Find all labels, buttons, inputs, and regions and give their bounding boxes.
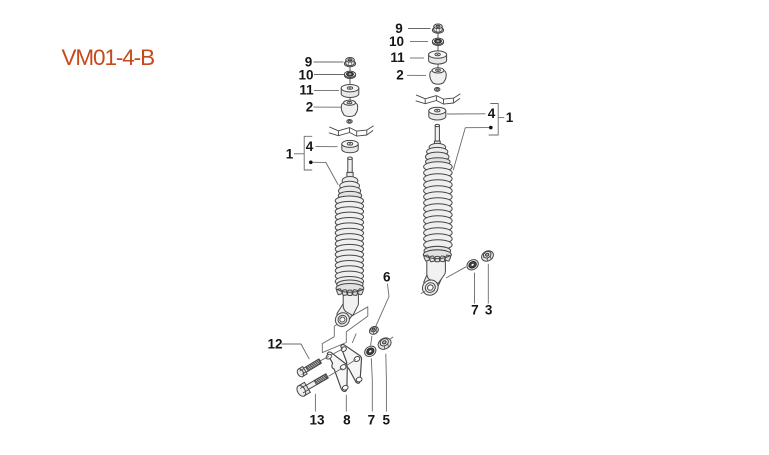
svg-text:10: 10 [389, 34, 404, 49]
svg-text:13: 13 [309, 412, 325, 427]
svg-text:1: 1 [286, 146, 294, 161]
svg-text:10: 10 [298, 67, 313, 82]
svg-text:12: 12 [267, 336, 282, 351]
svg-text:5: 5 [382, 412, 390, 427]
svg-text:6: 6 [383, 269, 391, 284]
svg-text:2: 2 [396, 68, 404, 83]
svg-text:11: 11 [390, 50, 405, 65]
svg-text:11: 11 [299, 83, 314, 98]
svg-text:4: 4 [306, 139, 314, 154]
svg-text:7: 7 [471, 302, 479, 317]
svg-text:7: 7 [368, 412, 376, 427]
svg-text:2: 2 [306, 99, 314, 114]
svg-text:4: 4 [488, 106, 496, 121]
svg-text:VM01-4-B: VM01-4-B [62, 45, 155, 70]
svg-text:3: 3 [485, 302, 493, 317]
svg-text:1: 1 [506, 110, 514, 125]
svg-text:8: 8 [343, 412, 351, 427]
